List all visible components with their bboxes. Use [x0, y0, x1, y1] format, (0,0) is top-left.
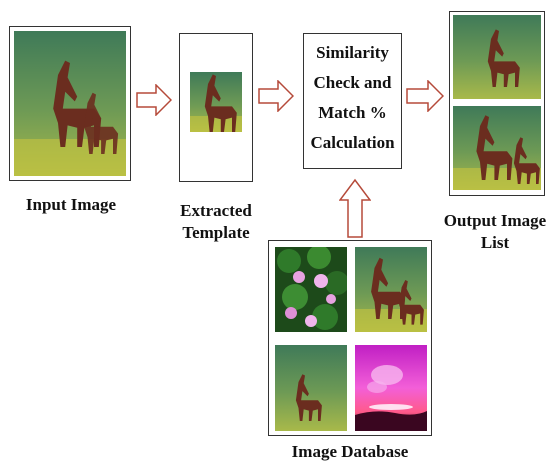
input-image: [14, 31, 126, 176]
database-caption: Image Database: [291, 442, 409, 461]
input-image-frame: [9, 26, 131, 181]
database-image-foal: [275, 345, 347, 431]
output-caption-line2: List: [480, 233, 510, 252]
output-image-1: [453, 15, 541, 99]
image-database-frame: [268, 240, 432, 436]
arrow-right-icon: [136, 84, 172, 116]
output-caption-line1: Output Image: [443, 211, 547, 230]
process-line4: Calculation: [310, 133, 395, 152]
database-image-horses: [355, 247, 427, 332]
template-image: [190, 72, 242, 132]
arrow-up-icon: [339, 178, 371, 238]
output-image-2: [453, 106, 541, 190]
template-caption-line2: Template: [182, 223, 250, 242]
database-image-lotus: [275, 247, 347, 332]
input-image-caption: Input Image: [25, 195, 117, 214]
database-image-sunset: [355, 345, 427, 431]
similarity-process-box: [303, 33, 402, 169]
process-line2: Check and: [313, 73, 392, 92]
process-line1: Similarity: [316, 43, 389, 62]
output-list-frame: [449, 11, 545, 196]
arrow-right-icon: [258, 80, 294, 112]
arrow-right-icon: [406, 80, 444, 112]
template-frame: [179, 33, 253, 182]
template-caption-line1: Extracted: [180, 201, 252, 220]
process-line3: Match %: [318, 103, 387, 122]
